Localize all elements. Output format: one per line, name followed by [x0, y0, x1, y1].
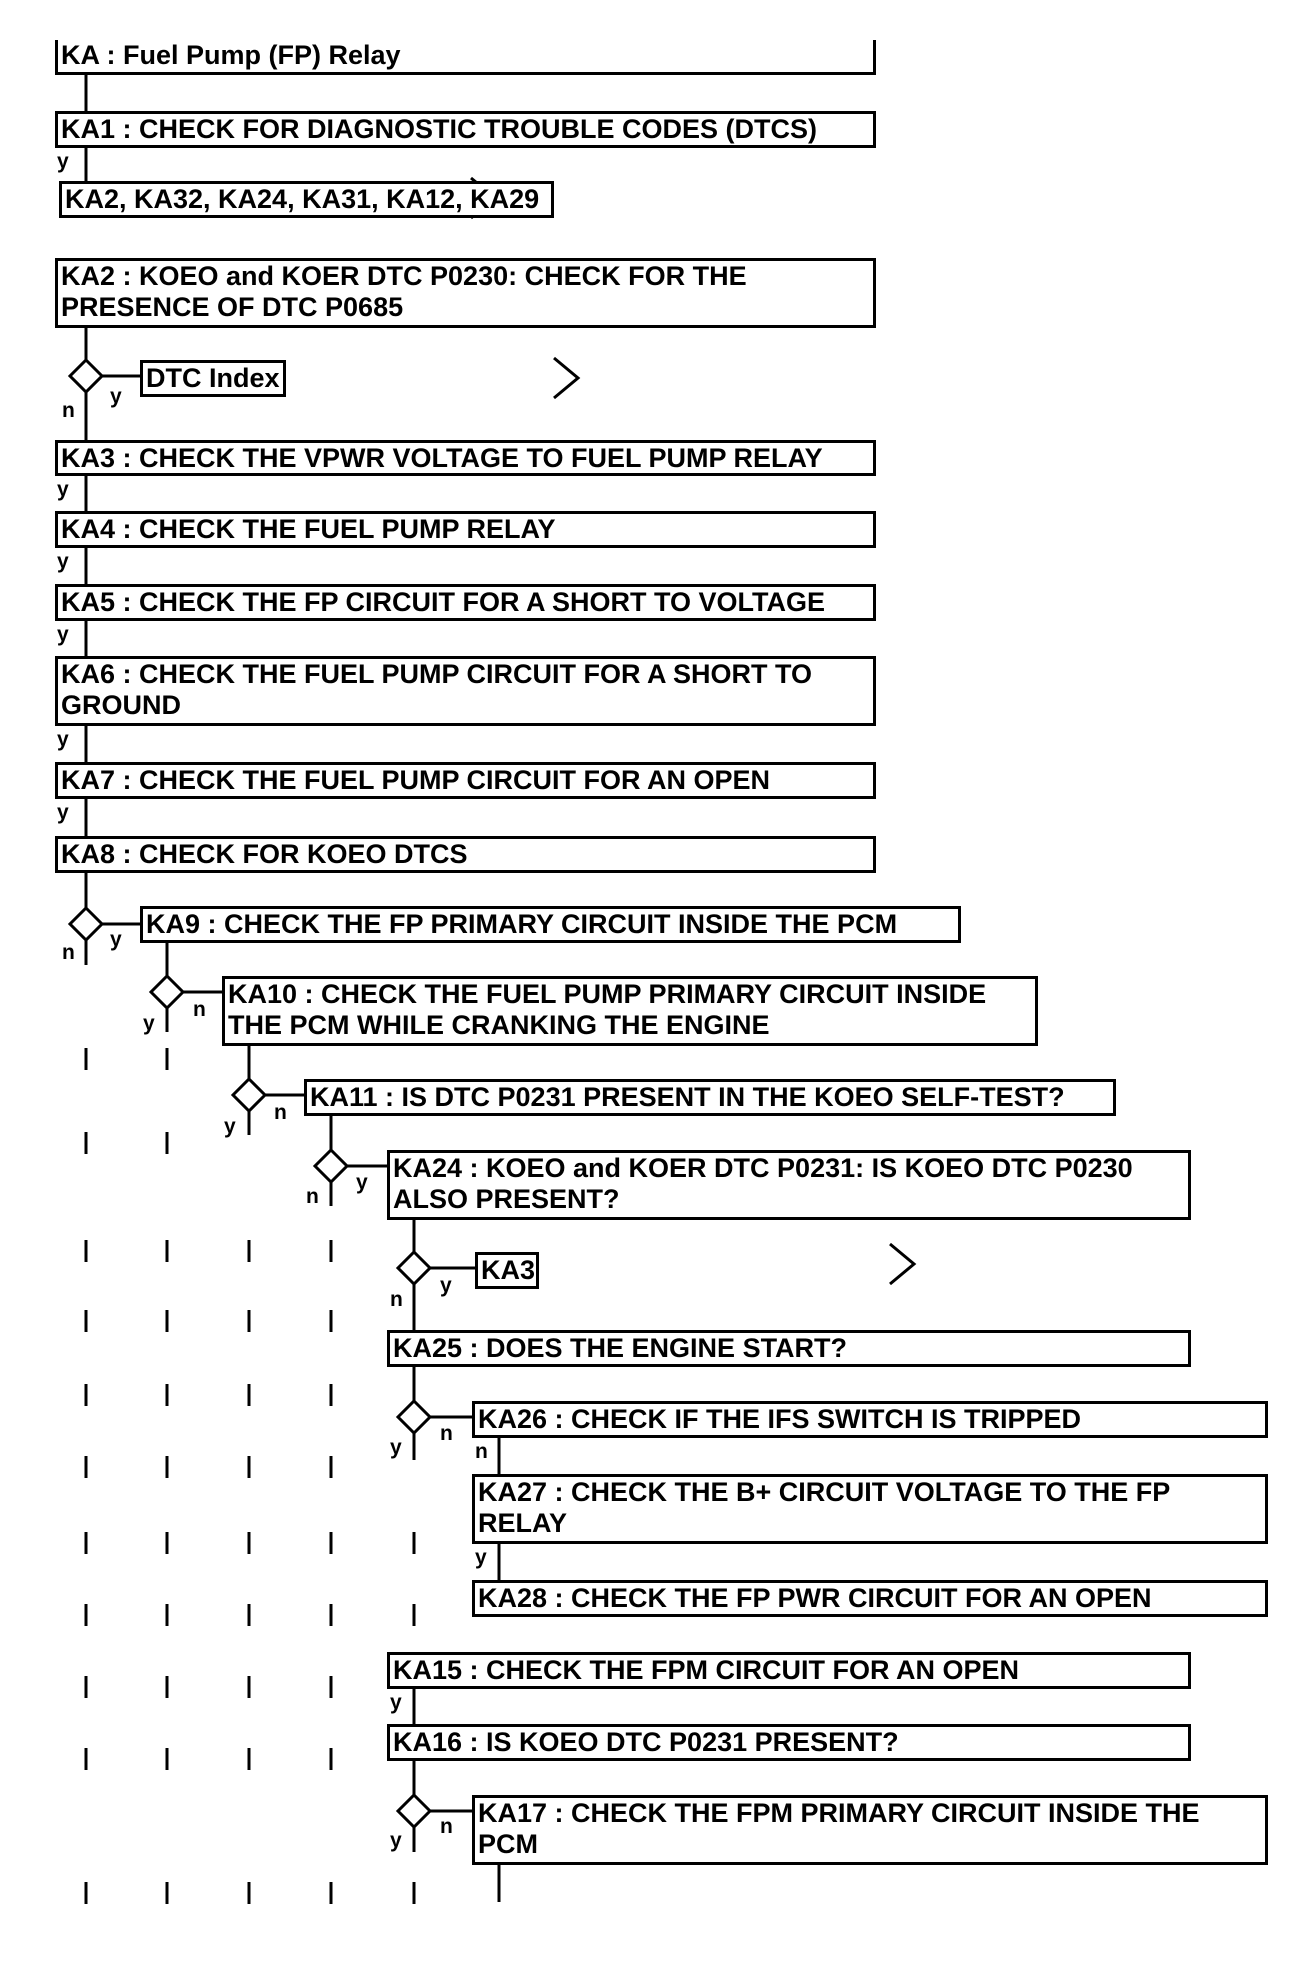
chevron-ka2	[553, 356, 581, 400]
label-ka9-no: n	[193, 998, 206, 1021]
node-dtc-index: DTC Index	[140, 360, 286, 397]
label-ka2-no: n	[62, 399, 75, 422]
label-ka8-no: n	[62, 941, 75, 964]
node-ka15: KA15 : CHECK THE FPM CIRCUIT FOR AN OPEN	[387, 1652, 1191, 1689]
node-ka3: KA3 : CHECK THE VPWR VOLTAGE TO FUEL PUM…	[55, 440, 876, 476]
decision-ka24	[395, 1249, 433, 1287]
label-ka27-yes: y	[475, 1546, 487, 1569]
node-ka9: KA9 : CHECK THE FP PRIMARY CIRCUIT INSID…	[140, 906, 961, 943]
node-ka28: KA28 : CHECK THE FP PWR CIRCUIT FOR AN O…	[472, 1580, 1268, 1617]
node-ka16: KA16 : IS KOEO DTC P0231 PRESENT?	[387, 1724, 1191, 1761]
node-ka17: KA17 : CHECK THE FPM PRIMARY CIRCUIT INS…	[472, 1795, 1268, 1865]
label-ka25-no: n	[440, 1422, 453, 1445]
label-ka1-yes: y	[57, 150, 69, 173]
label-ka6-yes: y	[57, 728, 69, 751]
label-ka10-no: n	[274, 1101, 287, 1124]
label-ka3-yes: y	[57, 478, 69, 501]
label-ka25-yes: y	[390, 1436, 402, 1459]
node-ka26: KA26 : CHECK IF THE IFS SWITCH IS TRIPPE…	[472, 1401, 1268, 1438]
node-ka10: KA10 : CHECK THE FUEL PUMP PRIMARY CIRCU…	[222, 976, 1038, 1046]
decision-ka10	[230, 1076, 268, 1114]
node-ka6: KA6 : CHECK THE FUEL PUMP CIRCUIT FOR A …	[55, 656, 876, 726]
label-ka16-yes: y	[390, 1829, 402, 1852]
node-ka1: KA1 : CHECK FOR DIAGNOSTIC TROUBLE CODES…	[55, 111, 876, 148]
title-box: KA : Fuel Pump (FP) Relay	[55, 40, 876, 75]
node-ka7: KA7 : CHECK THE FUEL PUMP CIRCUIT FOR AN…	[55, 762, 876, 799]
node-ka-list: KA2, KA32, KA24, KA31, KA12, KA29	[59, 181, 554, 218]
node-ka24: KA24 : KOEO and KOER DTC P0231: IS KOEO …	[387, 1150, 1191, 1220]
label-ka5-yes: y	[57, 623, 69, 646]
chevron-ka3-ref	[889, 1242, 917, 1286]
decision-ka9	[148, 973, 186, 1011]
decision-ka11	[312, 1147, 350, 1185]
label-ka24-yes: y	[440, 1274, 452, 1297]
label-ka2-yes: y	[110, 385, 122, 408]
decision-ka2	[67, 357, 105, 395]
node-ka5: KA5 : CHECK THE FP CIRCUIT FOR A SHORT T…	[55, 584, 876, 621]
label-ka16-no: n	[440, 1815, 453, 1838]
label-ka4-yes: y	[57, 550, 69, 573]
label-ka8-yes: y	[110, 928, 122, 951]
node-ka25: KA25 : DOES THE ENGINE START?	[387, 1330, 1191, 1367]
label-ka11-yes: y	[356, 1171, 368, 1194]
label-ka10-yes: y	[224, 1115, 236, 1138]
label-ka9-yes: y	[143, 1012, 155, 1035]
decision-ka8	[67, 905, 105, 943]
node-ka11: KA11 : IS DTC P0231 PRESENT IN THE KOEO …	[304, 1079, 1116, 1116]
label-ka7-yes: y	[57, 801, 69, 824]
label-ka24-no: n	[390, 1288, 403, 1311]
decision-ka25	[395, 1398, 433, 1436]
node-ka2: KA2 : KOEO and KOER DTC P0230: CHECK FOR…	[55, 258, 876, 328]
node-ka3-ref: KA3	[475, 1252, 539, 1289]
node-ka8: KA8 : CHECK FOR KOEO DTCS	[55, 836, 876, 873]
label-ka11-no: n	[306, 1185, 319, 1208]
label-ka15-yes: y	[390, 1691, 402, 1714]
label-ka26-no: n	[475, 1440, 488, 1463]
node-ka4: KA4 : CHECK THE FUEL PUMP RELAY	[55, 511, 876, 548]
decision-ka16	[395, 1792, 433, 1830]
node-ka27: KA27 : CHECK THE B+ CIRCUIT VOLTAGE TO T…	[472, 1474, 1268, 1544]
